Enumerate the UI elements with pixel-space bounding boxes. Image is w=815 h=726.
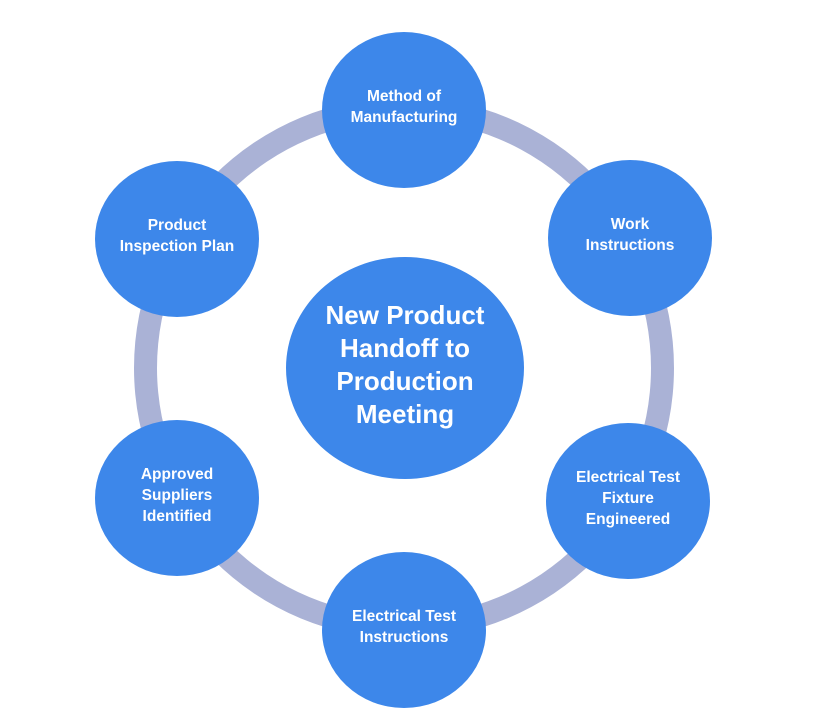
node-label: Method of Manufacturing bbox=[350, 88, 458, 126]
center-node-label: New Product Handoff to Production Meetin… bbox=[325, 300, 485, 429]
node-label: Electrical Test Instructions bbox=[352, 608, 456, 646]
node-label: Approved Suppliers Identified bbox=[140, 465, 214, 525]
diagram-node-electrical-test-fixture-engineered: Electrical Test Fixture Engineered bbox=[546, 423, 710, 579]
diagram-node-product-inspection-plan: Product Inspection Plan bbox=[95, 161, 259, 317]
diagram-node-method-of-manufacturing: Method of Manufacturing bbox=[322, 32, 486, 188]
diagram-node-work-instructions: Work Instructions bbox=[548, 160, 712, 316]
node-label: Electrical Test Fixture Engineered bbox=[576, 468, 680, 528]
diagram-node-electrical-test-instructions: Electrical Test Instructions bbox=[322, 552, 486, 708]
diagram-node-approved-suppliers-identified: Approved Suppliers Identified bbox=[95, 420, 259, 576]
diagram-node-center: New Product Handoff to Production Meetin… bbox=[286, 257, 524, 479]
node-label: Product Inspection Plan bbox=[119, 217, 235, 255]
node-label: Work Instructions bbox=[585, 216, 675, 254]
